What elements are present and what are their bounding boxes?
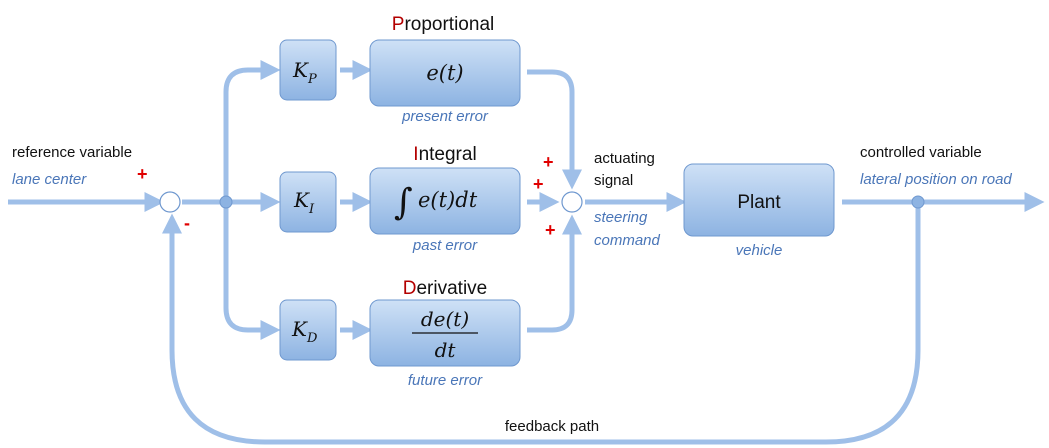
feedback-minus-sign: - xyxy=(184,213,190,233)
ki-symbol: K xyxy=(293,188,310,212)
integral-title-initial: I xyxy=(413,144,418,165)
integral-expression: e(t)dt xyxy=(418,188,478,212)
integral-block xyxy=(369,167,521,235)
actuating-note-line1: steering xyxy=(594,209,648,226)
controlled-variable-note: lateral position on road xyxy=(860,171,1012,188)
input-plus-sign: + xyxy=(137,164,148,184)
output-pickoff-point xyxy=(911,195,925,209)
kd-symbol: K xyxy=(291,317,308,341)
svg-text:KP: KP xyxy=(292,58,317,87)
integral-note: past error xyxy=(412,237,478,254)
reference-variable-note: lane center xyxy=(12,171,87,188)
p-to-sum-arrow xyxy=(527,69,582,190)
feedback-arrow xyxy=(162,202,921,445)
summing-junction-input xyxy=(159,191,181,213)
sum-plus-sign-top: + xyxy=(543,152,554,172)
proportional-block xyxy=(369,39,521,107)
ki-subscript: I xyxy=(308,202,315,217)
plant-block xyxy=(683,163,835,237)
derivative-numerator: de(t) xyxy=(421,307,469,331)
kd-block xyxy=(279,299,337,361)
proportional-title-rest: roportional xyxy=(404,14,494,35)
actuating-note-line2: command xyxy=(594,232,661,249)
actuating-signal-label-line2: signal xyxy=(594,172,633,189)
derivative-denominator: dt xyxy=(435,338,457,362)
kp-subscript: P xyxy=(307,72,317,87)
reference-variable-label: reference variable xyxy=(12,144,132,161)
plant-label: Plant xyxy=(737,192,781,213)
kp-block xyxy=(279,39,337,101)
sum-plus-sign-bottom: + xyxy=(545,220,556,240)
summing-junction-output xyxy=(561,191,583,213)
plant-note: vehicle xyxy=(736,242,783,259)
ki-block xyxy=(279,171,337,233)
proportional-title: Proportional xyxy=(392,14,494,35)
branch-to-kp-arrow xyxy=(223,60,281,202)
derivative-title: Derivative xyxy=(403,278,487,299)
kd-subscript: D xyxy=(306,331,318,346)
proportional-title-initial: P xyxy=(392,14,405,35)
derivative-title-rest: erivative xyxy=(416,278,487,299)
proportional-note: present error xyxy=(401,108,489,125)
proportional-expression: e(t) xyxy=(426,61,463,85)
controlled-variable-label: controlled variable xyxy=(860,144,982,161)
error-branch-point xyxy=(219,195,233,209)
derivative-title-initial: D xyxy=(403,278,417,299)
branch-to-kd-arrow xyxy=(223,202,281,340)
kp-symbol: K xyxy=(292,58,309,82)
svg-text:KI: KI xyxy=(293,188,315,217)
derivative-note: future error xyxy=(408,372,483,389)
svg-text:KD: KD xyxy=(291,317,318,346)
integral-sign: ∫ xyxy=(394,182,413,223)
actuating-signal-label-line1: actuating xyxy=(594,150,655,167)
d-to-sum-arrow xyxy=(527,214,582,333)
integral-title-rest: ntegral xyxy=(419,144,477,165)
sum-plus-sign-middle: + xyxy=(533,174,544,194)
integral-title: Integral xyxy=(413,144,476,165)
feedback-path-label: feedback path xyxy=(505,418,599,435)
